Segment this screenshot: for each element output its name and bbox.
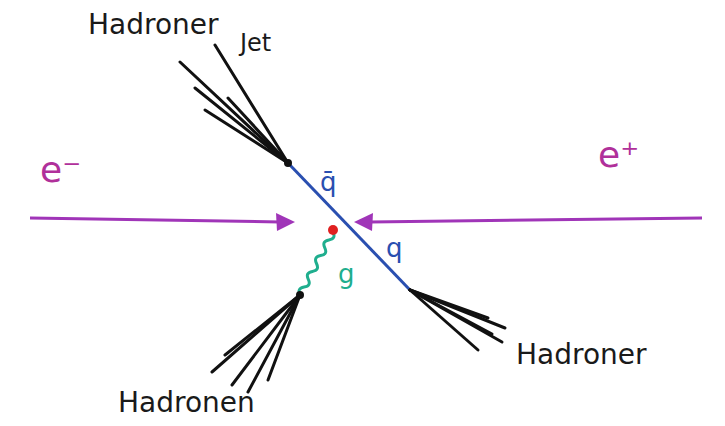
quark-line	[288, 163, 410, 290]
quark-label: q	[386, 234, 403, 263]
hadron-jet	[212, 295, 300, 392]
gluon-label: g	[338, 260, 355, 289]
interaction-point	[328, 225, 338, 235]
arrow-head	[354, 213, 373, 231]
arrow-head	[276, 213, 295, 231]
hadron-label: Hadroner	[88, 10, 219, 41]
vertex-dot	[296, 291, 304, 299]
positron-label: e⁺	[598, 135, 639, 175]
gluon-line	[299, 232, 334, 295]
hadron-jet	[410, 290, 505, 350]
hadron-jet	[180, 45, 288, 163]
vertex-dot	[284, 159, 292, 167]
hadron-label: Hadronen	[118, 388, 255, 419]
electron-label: e⁻	[40, 150, 81, 190]
jet-label: Jet	[240, 30, 271, 56]
hadron-label: Hadroner	[516, 340, 647, 371]
antiquark-label: q̄	[320, 168, 337, 197]
electron-beam	[30, 218, 280, 222]
positron-beam	[370, 218, 702, 222]
